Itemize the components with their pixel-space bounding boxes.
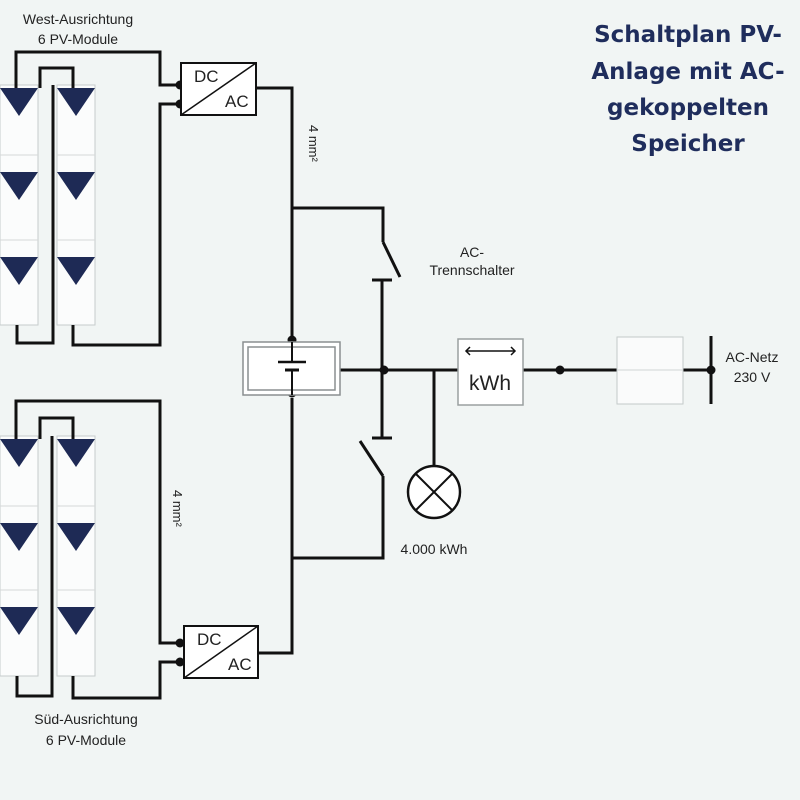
wiring-west-strings: [14, 50, 185, 347]
wiring-sued-strings: [14, 399, 185, 700]
switch-label-line2: Trennschalter: [429, 262, 514, 278]
pv-module-icon: [57, 88, 95, 116]
cable-label-bottom: 4 mm²: [170, 490, 185, 528]
pv-module-icon: [0, 607, 38, 635]
title-line-1: Schaltplan PV-: [594, 22, 782, 48]
meter-label: kWh: [469, 372, 511, 395]
pv-module-icon: [57, 257, 95, 285]
pv-module-icon: [0, 439, 38, 467]
grid-label-line2: 230 V: [734, 369, 771, 385]
pv-array-west: [0, 50, 185, 347]
pv-string-west-2: [56, 84, 96, 326]
cable-label-top: 4 mm²: [306, 125, 321, 163]
pv-module-icon: [57, 172, 95, 200]
kwh-meter: kWh: [457, 338, 524, 406]
page-title: Schaltplan PV- Anlage mit AC- gekoppelte…: [591, 22, 784, 157]
pv-string-west-1: [0, 84, 39, 326]
grid-label-line1: AC-Netz: [726, 349, 779, 365]
grid-connection-box: [616, 336, 684, 405]
title-line-3: gekoppelten: [607, 95, 769, 121]
inverter-sued-ac-label: AC: [228, 655, 252, 674]
sued-label-line2: 6 PV-Module: [46, 732, 126, 748]
pv-module-icon: [0, 257, 38, 285]
consumption-label: 4.000 kWh: [401, 541, 468, 557]
battery-storage: [242, 341, 341, 396]
title-line-2: Anlage mit AC-: [591, 59, 784, 85]
inverter-sued-dc-label: DC: [197, 630, 222, 649]
pv-module-icon: [57, 607, 95, 635]
title-line-4: Speicher: [631, 131, 745, 157]
consumer-lamp-icon: [406, 464, 462, 520]
inverter-west-dc-label: DC: [194, 67, 219, 86]
inverter-sued: DC AC: [183, 625, 259, 679]
ac-wiring: [256, 86, 716, 655]
inverter-west: DC AC: [180, 62, 257, 116]
inverter-west-ac-label: AC: [225, 92, 249, 111]
pv-string-sued-2: [56, 435, 96, 677]
pv-module-icon: [57, 439, 95, 467]
pv-array-sued: [0, 399, 185, 700]
switch-label-line1: AC-: [460, 244, 484, 260]
west-label-line2: 6 PV-Module: [38, 31, 118, 47]
west-label-line1: West-Ausrichtung: [23, 11, 133, 27]
sued-label-line1: Süd-Ausrichtung: [34, 711, 138, 727]
pv-module-icon: [57, 523, 95, 551]
pv-module-icon: [0, 172, 38, 200]
pv-string-sued-1: [0, 435, 39, 677]
pv-module-icon: [0, 88, 38, 116]
ac-disconnect-switch: [358, 241, 402, 477]
pv-module-icon: [0, 523, 38, 551]
